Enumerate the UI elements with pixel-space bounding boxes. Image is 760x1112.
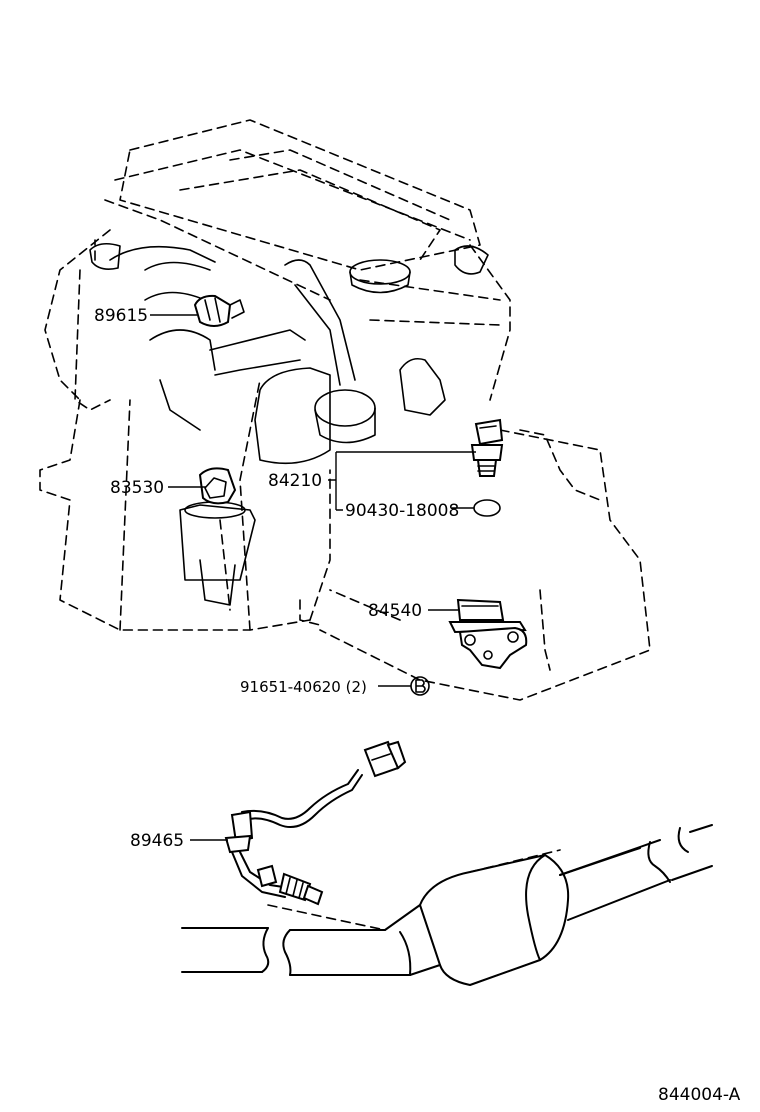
part-label-89465: 89465 [130,831,184,851]
oxygen-sensor-89465-shape [224,740,407,906]
sensor-84210-shape [470,418,504,477]
part-label-90430-18008: 90430-18008 [345,501,459,521]
sensor-83530-shape [198,467,237,505]
part-label-84210: 84210 [268,471,322,491]
engine-solid-details [89,242,489,606]
bolt-91651-shape [410,676,430,696]
o-ring-90430-shape [473,499,501,517]
switch-84540-shape [448,598,528,670]
part-label-83530: 83530 [110,478,164,498]
part-label-84540: 84540 [368,601,422,621]
exhaust-pipe-shape [181,824,713,986]
leader-lines [150,314,476,841]
part-label-91651-40620: 91651-40620 (2) [240,678,367,696]
sensor-89615-shape [193,294,245,327]
figure-code: 844004-A [658,1085,741,1105]
engine-block-outline [39,119,651,701]
part-label-89615: 89615 [94,306,148,326]
